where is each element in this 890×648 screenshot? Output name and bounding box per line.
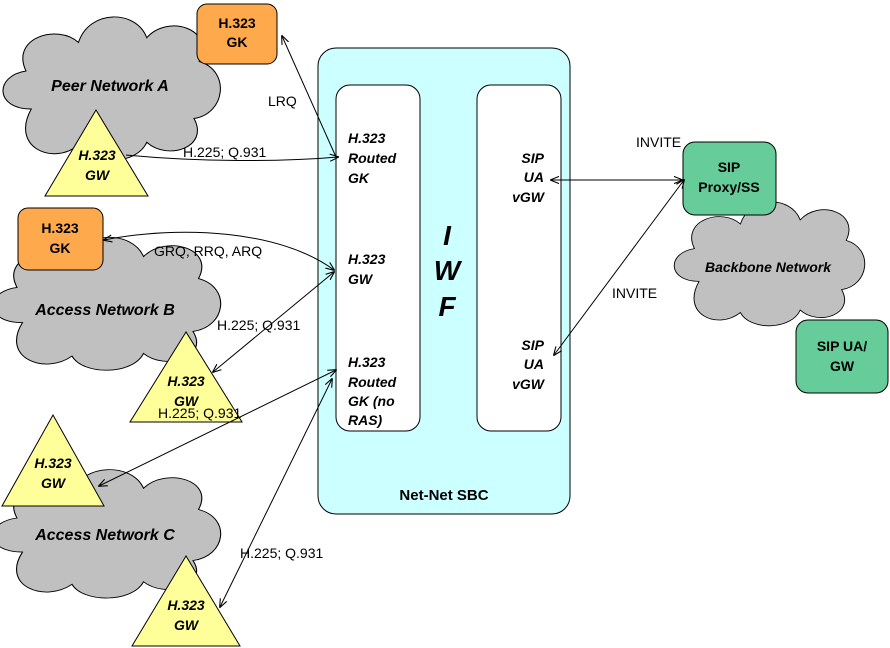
ras-label: GRQ, RRQ, ARQ [154, 243, 262, 259]
iwf-letter-i: I [443, 220, 452, 251]
svg-text:SIP: SIP [718, 159, 741, 175]
backbone-network-cloud: Backbone Network [673, 201, 866, 327]
svg-text:H.323: H.323 [41, 220, 79, 236]
svg-text:vGW: vGW [512, 189, 546, 205]
svg-text:Proxy/SS: Proxy/SS [698, 179, 759, 195]
peer-a-signaling-label: H.225; Q.931 [183, 144, 266, 160]
invite-bottom-label: INVITE [612, 285, 657, 301]
access-b-signaling-label: H.225; Q.931 [217, 317, 300, 333]
svg-text:H.323: H.323 [348, 354, 386, 370]
svg-text:RAS): RAS) [348, 412, 383, 428]
svg-text:SIP UA/: SIP UA/ [817, 338, 867, 354]
peer-a-signaling-link [125, 155, 338, 161]
sip-ua-vgw-top: SIP UA vGW [512, 150, 546, 205]
sbc-left-column [335, 84, 421, 432]
svg-text:H.323: H.323 [348, 130, 386, 146]
svg-text:UA: UA [524, 169, 544, 185]
h323-routed-gk: H.323 Routed GK [348, 130, 397, 186]
h323-gw: H.323 GW [348, 251, 386, 287]
lrq-label: LRQ [268, 93, 297, 109]
ras-link [104, 231, 334, 270]
svg-text:H.323: H.323 [218, 15, 256, 31]
svg-text:GW: GW [830, 358, 855, 374]
svg-text:GW: GW [41, 475, 67, 491]
h323-gw-peer-a: H.323 GW [44, 109, 149, 197]
access-network-b-label: Access Network B [34, 302, 175, 319]
h323-gk-access-b: H.323 GK [17, 207, 104, 271]
lrq-link [282, 36, 337, 158]
peer-network-a-label: Peer Network A [51, 78, 169, 95]
iwf-letter-f: F [438, 291, 456, 322]
svg-text:GK: GK [348, 170, 370, 186]
svg-text:GW: GW [348, 271, 374, 287]
sip-proxy-ss: SIP Proxy/SS [682, 141, 777, 216]
svg-text:H.323: H.323 [348, 251, 386, 267]
access-c-lower-signaling-label: H.225; Q.931 [240, 545, 323, 561]
svg-text:GW: GW [85, 167, 111, 183]
h323-routed-gk-no-ras: H.323 Routed GK (no RAS) [348, 354, 397, 428]
sip-ua-gw: SIP UA/ GW [795, 319, 889, 394]
svg-text:GK: GK [227, 34, 248, 50]
h323-gw-access-c-lower: H.323 GW [131, 555, 241, 647]
h323-gk-top: H.323 GK [196, 3, 278, 65]
svg-text:H.323: H.323 [167, 373, 205, 389]
svg-text:SIP: SIP [521, 337, 544, 353]
access-network-c-label: Access Network C [34, 527, 175, 544]
svg-text:GK (no: GK (no [348, 393, 395, 409]
svg-text:vGW: vGW [512, 376, 546, 392]
iwf-letter-w: W [434, 255, 463, 286]
svg-text:H.323: H.323 [167, 597, 205, 613]
sbc-title: Net-Net SBC [399, 487, 488, 504]
backbone-network-label: Backbone Network [705, 259, 832, 275]
sip-ua-vgw-bottom: SIP UA vGW [512, 337, 546, 392]
access-c-upper-signaling-label: H.225; Q.931 [158, 405, 241, 421]
peer-network-a-cloud: Peer Network A [2, 16, 221, 161]
svg-text:H.323: H.323 [34, 455, 72, 471]
invite-top-label: INVITE [636, 134, 681, 150]
access-c-lower-signaling-link [220, 379, 332, 607]
svg-text:Routed: Routed [348, 374, 397, 390]
svg-text:GW: GW [174, 617, 200, 633]
svg-text:H.323: H.323 [78, 147, 116, 163]
svg-text:Routed: Routed [348, 150, 397, 166]
invite-bottom-link [554, 180, 684, 355]
svg-text:SIP: SIP [521, 150, 544, 166]
svg-text:GK: GK [50, 240, 71, 256]
access-b-signaling-link [213, 272, 334, 372]
svg-text:UA: UA [524, 356, 544, 372]
h323-gw-access-c-upper: H.323 GW [1, 413, 105, 507]
net-net-sbc: I W F Net-Net SBC H.323 Routed GK H.323 … [317, 47, 571, 515]
